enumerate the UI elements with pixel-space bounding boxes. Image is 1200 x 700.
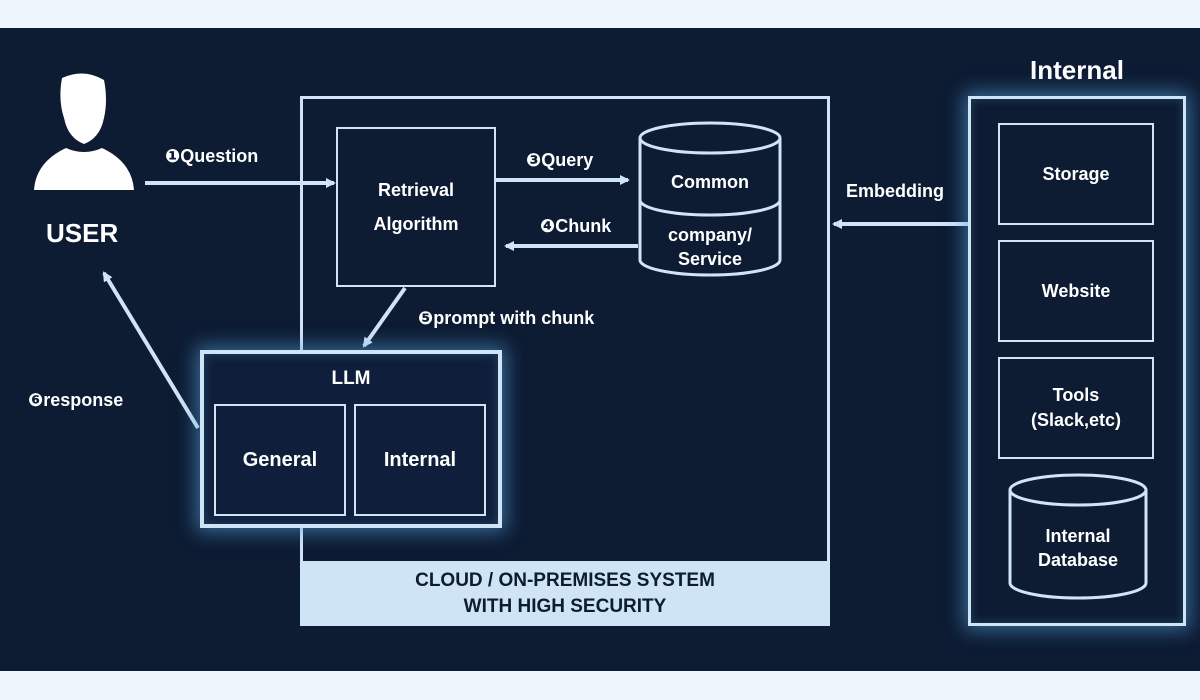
retrieval-line2: Algorithm bbox=[373, 214, 459, 234]
retrieval-line1: Retrieval bbox=[377, 180, 455, 200]
llm-general-box: General bbox=[214, 404, 346, 516]
retrieval-algorithm-box: Retrieval Algorithm bbox=[336, 127, 496, 287]
system-footer-line1: CLOUD / ON-PREMISES SYSTEM bbox=[415, 569, 715, 591]
common-db-bottom-line2: Service bbox=[677, 249, 743, 269]
system-footer-line2: WITH HIGH SECURITY bbox=[463, 595, 667, 617]
common-db-bottom-label: company/ Service bbox=[640, 223, 780, 271]
query-label: ❸Query bbox=[526, 150, 594, 170]
chunk-label: ❹Chunk bbox=[540, 216, 612, 236]
internal-db-line1: Internal bbox=[1045, 526, 1111, 546]
connector-layer bbox=[34, 73, 1148, 600]
website-box: Website bbox=[998, 240, 1154, 342]
common-db-bottom-line1: company/ bbox=[667, 225, 753, 245]
internal-panel-title: Internal bbox=[1030, 55, 1124, 85]
user-icon bbox=[34, 73, 134, 190]
tools-box: Tools (Slack,etc) bbox=[998, 357, 1154, 459]
llm-internal-box: Internal bbox=[354, 404, 486, 516]
storage-box: Storage bbox=[998, 123, 1154, 225]
common-db-top-label: Common bbox=[671, 172, 749, 192]
llm-box: LLM General Internal bbox=[200, 350, 502, 528]
common-database-icon bbox=[638, 121, 782, 277]
question-label: ❶Question bbox=[165, 146, 259, 166]
internal-db-line2: Database bbox=[1037, 550, 1119, 570]
response-arrow bbox=[102, 271, 200, 430]
user-label: USER bbox=[46, 218, 119, 248]
prompt-arrow bbox=[362, 286, 407, 348]
system-footer: CLOUD / ON-PREMISES SYSTEM WITH HIGH SEC… bbox=[300, 561, 830, 626]
tools-line2: (Slack,etc) bbox=[1030, 410, 1122, 430]
prompt-label: ❺prompt with chunk bbox=[418, 308, 595, 328]
embedding-label: Embedding bbox=[846, 181, 944, 201]
response-label: ❻response bbox=[28, 390, 124, 410]
llm-title: LLM bbox=[331, 368, 371, 389]
internal-database-icon bbox=[1008, 473, 1148, 600]
diagram-canvas: USER ❶Question ❻response CLOUD / ON-PREM… bbox=[0, 28, 1200, 671]
internal-database-label: Internal Database bbox=[1010, 524, 1146, 572]
tools-line1: Tools bbox=[1052, 385, 1100, 405]
internal-sources-panel bbox=[968, 96, 1186, 626]
